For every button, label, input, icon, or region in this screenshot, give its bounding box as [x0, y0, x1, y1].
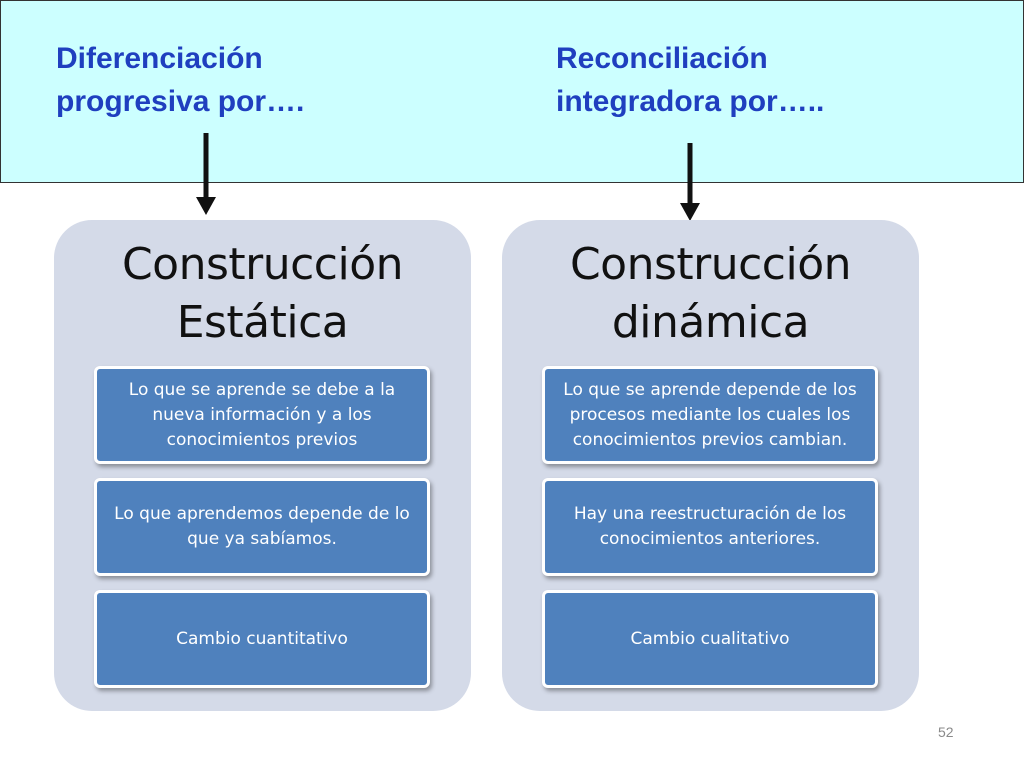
card-item: Lo que se aprende se debe a la nueva inf…	[94, 366, 430, 464]
panel-title: Construcción Estática	[54, 236, 471, 352]
panel-title-line2: dinámica	[611, 297, 810, 348]
card-item: Cambio cuantitativo	[94, 590, 430, 688]
down-arrow-right-icon	[680, 143, 700, 221]
card-item: Lo que se aprende depende de los proceso…	[542, 366, 878, 464]
card-item: Cambio cualitativo	[542, 590, 878, 688]
panel-title-line1: Construcción	[569, 239, 852, 290]
header-right-line2: integradora por…..	[556, 85, 825, 118]
header-left-line1: Diferenciación	[56, 42, 263, 75]
panel-construccion-estatica: Construcción Estática Lo que se aprende …	[54, 220, 471, 711]
panel-construccion-dinamica: Construcción dinámica Lo que se aprende …	[502, 220, 919, 711]
panel-title-line2: Estática	[176, 297, 349, 348]
page-number: 52	[938, 724, 954, 740]
header-right-line1: Reconciliación	[556, 42, 768, 75]
header-left-label: Diferenciación progresiva por….	[56, 37, 304, 123]
card-item: Hay una reestructuración de los conocimi…	[542, 478, 878, 576]
header-right-label: Reconciliación integradora por…..	[556, 37, 824, 123]
header-band: Diferenciación progresiva por…. Reconcil…	[0, 0, 1024, 183]
panel-title-line1: Construcción	[121, 239, 404, 290]
down-arrow-left-icon	[196, 133, 216, 215]
header-left-line2: progresiva por….	[56, 85, 305, 118]
card-item: Lo que aprendemos depende de lo que ya s…	[94, 478, 430, 576]
panel-title: Construcción dinámica	[502, 236, 919, 352]
